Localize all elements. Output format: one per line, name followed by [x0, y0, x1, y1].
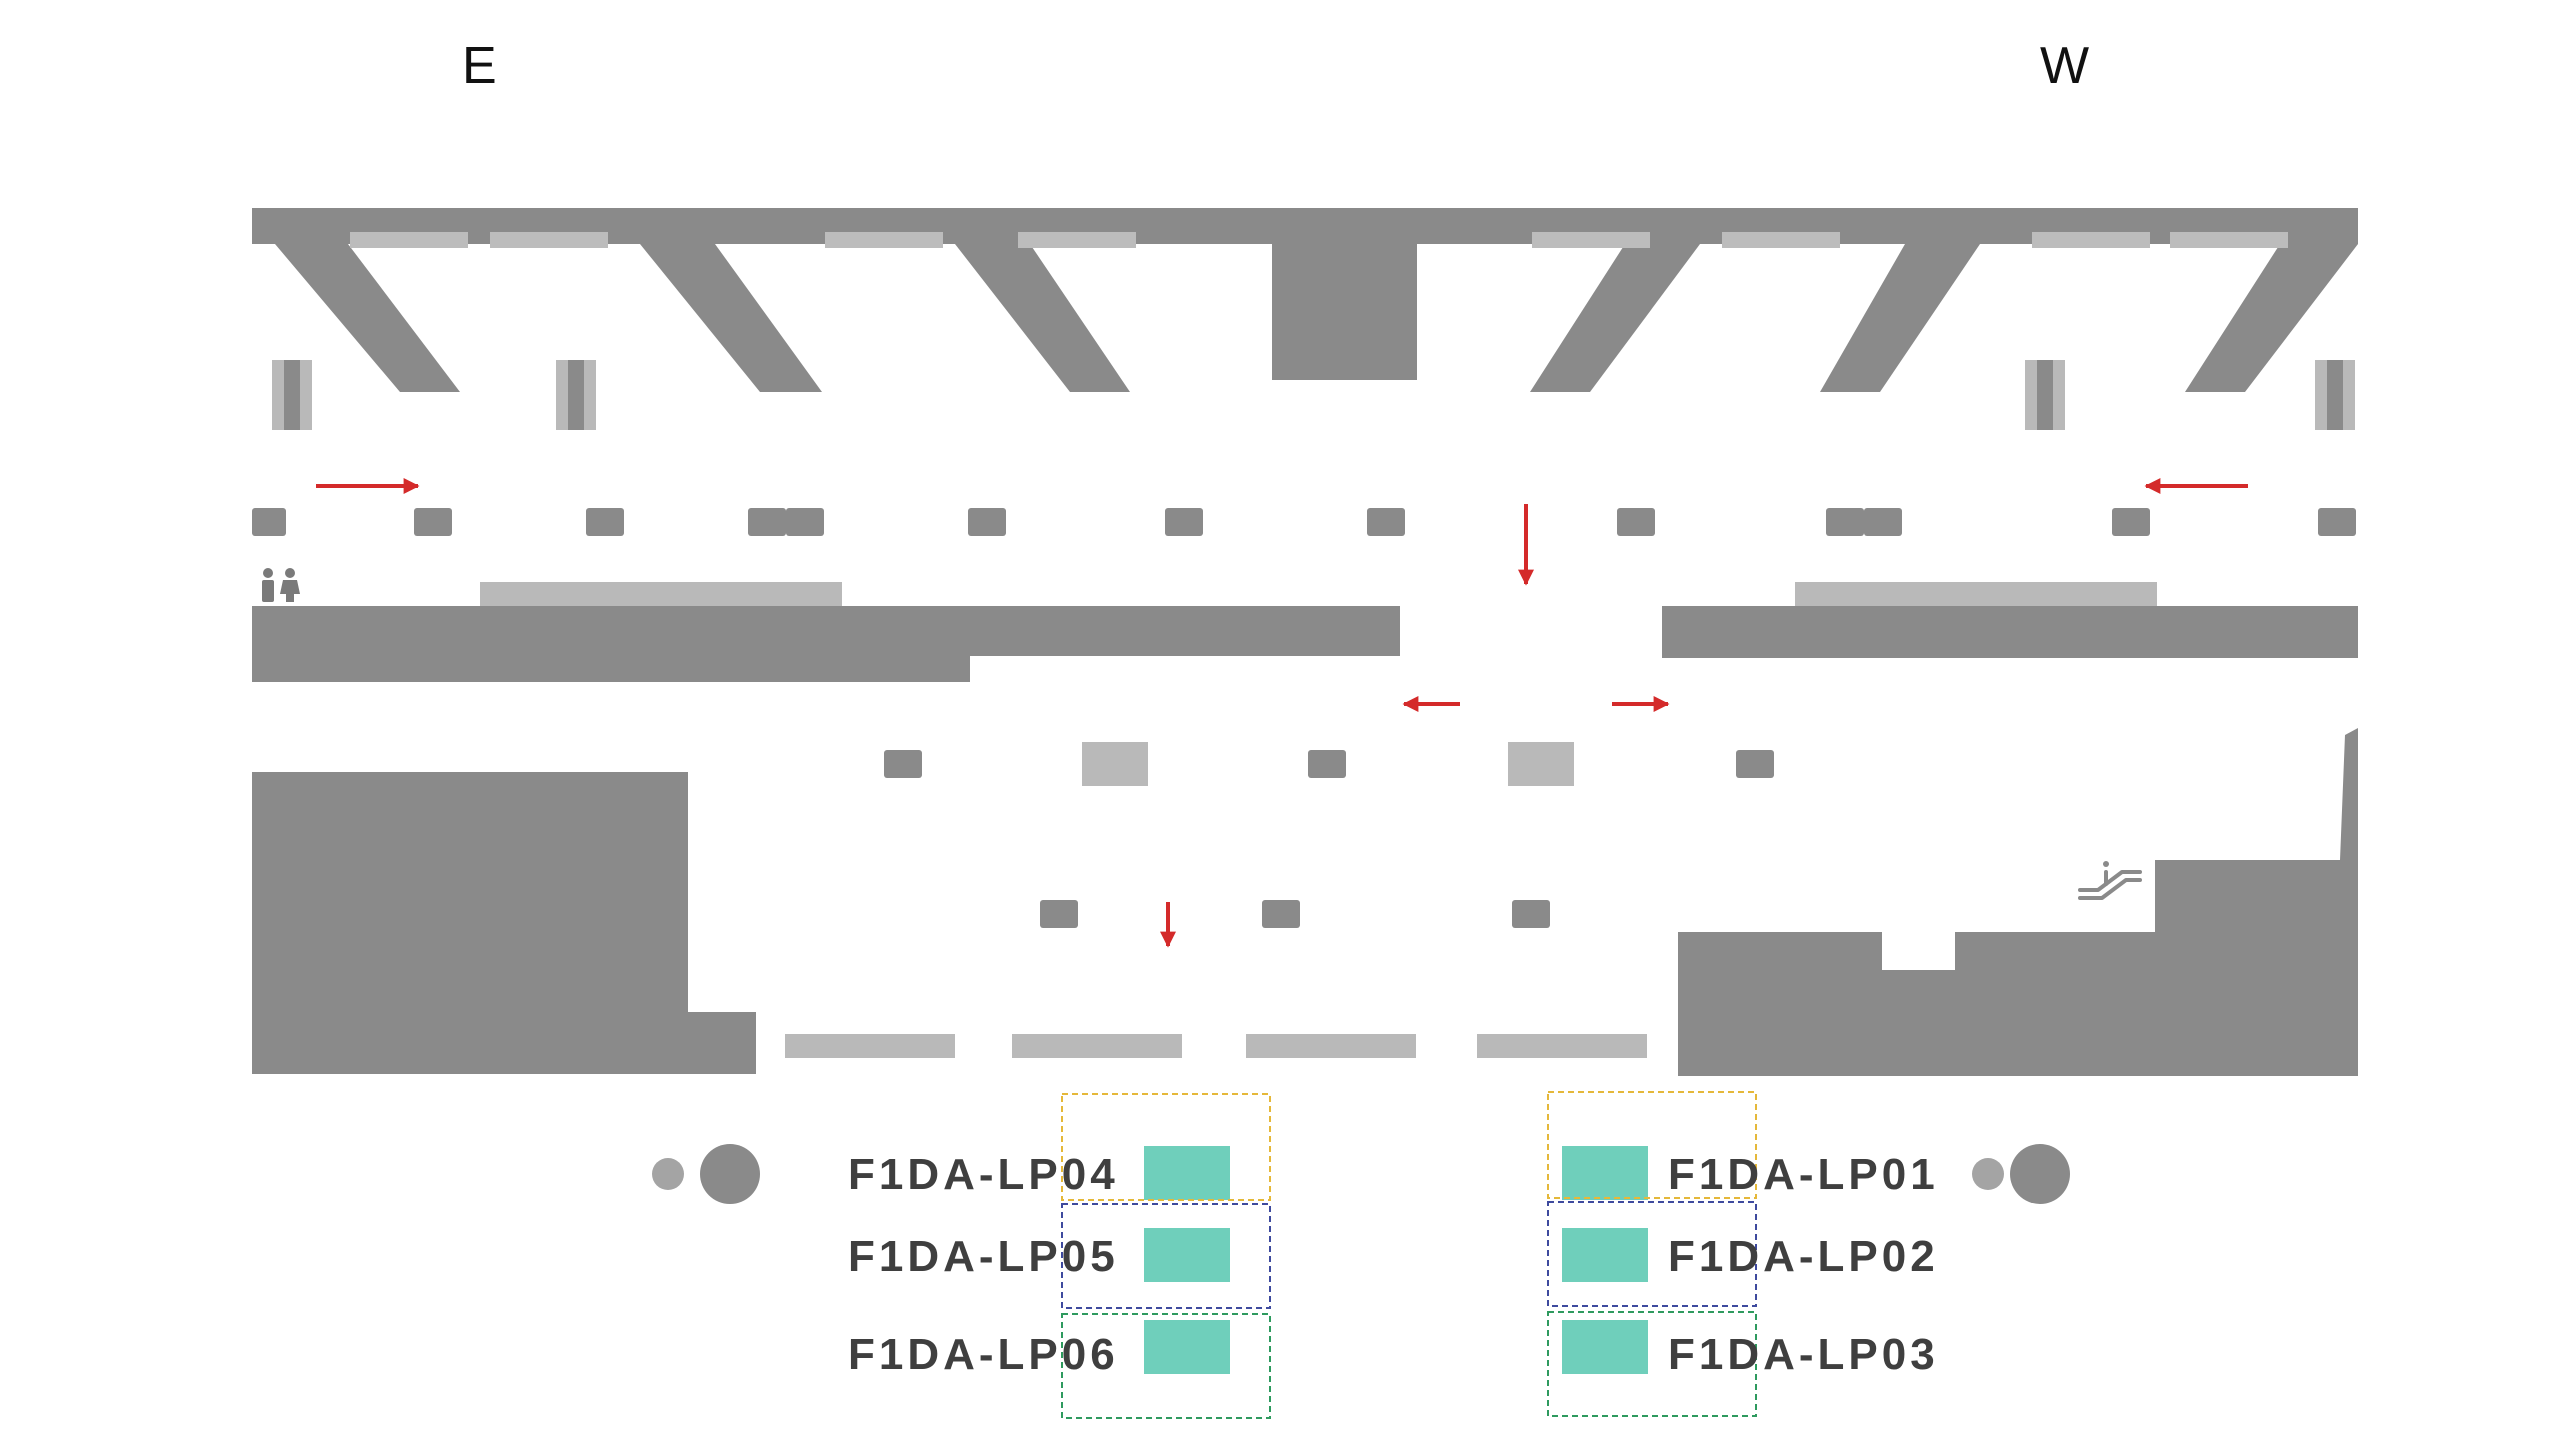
marker-lp03 — [1562, 1320, 1648, 1374]
pillars-upper — [252, 508, 2356, 536]
pillars-lower — [884, 742, 1774, 928]
marker-lp06 — [1144, 1320, 1230, 1374]
dot-markers — [652, 1144, 2070, 1204]
restroom-icon — [262, 568, 300, 602]
location-label-lp02[interactable]: F1DA-LP02 — [1668, 1232, 1939, 1281]
marker-lp01 — [1562, 1146, 1648, 1200]
canopy-structure — [252, 208, 2358, 392]
marker-lp02 — [1562, 1228, 1648, 1282]
marker-lp04 — [1144, 1146, 1230, 1200]
direction-arrows — [316, 478, 2248, 948]
compass-west-label: W — [2040, 37, 2090, 95]
compass-east-label: E — [462, 37, 497, 95]
location-label-lp04[interactable]: F1DA-LP04 — [848, 1150, 1119, 1199]
marker-lp05 — [1144, 1228, 1230, 1282]
outline-lp02 — [1547, 1201, 1757, 1307]
escalator-icon — [2078, 861, 2142, 900]
outline-lp01 — [1547, 1091, 1757, 1199]
location-markers — [1144, 1146, 1648, 1374]
middle-walls — [252, 582, 2358, 682]
canopy-vents — [350, 232, 2288, 248]
location-outlines — [1061, 1091, 1757, 1419]
gate-benches — [785, 1034, 1647, 1058]
location-label-lp03[interactable]: F1DA-LP03 — [1668, 1330, 1939, 1379]
location-label-lp06[interactable]: F1DA-LP06 — [848, 1330, 1119, 1379]
outline-lp03 — [1547, 1311, 1757, 1417]
outline-lp06 — [1061, 1313, 1271, 1419]
outline-lp04 — [1061, 1093, 1271, 1201]
location-label-lp05[interactable]: F1DA-LP05 — [848, 1232, 1119, 1281]
outline-lp05 — [1061, 1203, 1271, 1309]
lower-blocks — [252, 728, 2358, 1076]
door-frames — [272, 360, 2355, 430]
location-label-lp01[interactable]: F1DA-LP01 — [1668, 1150, 1939, 1199]
